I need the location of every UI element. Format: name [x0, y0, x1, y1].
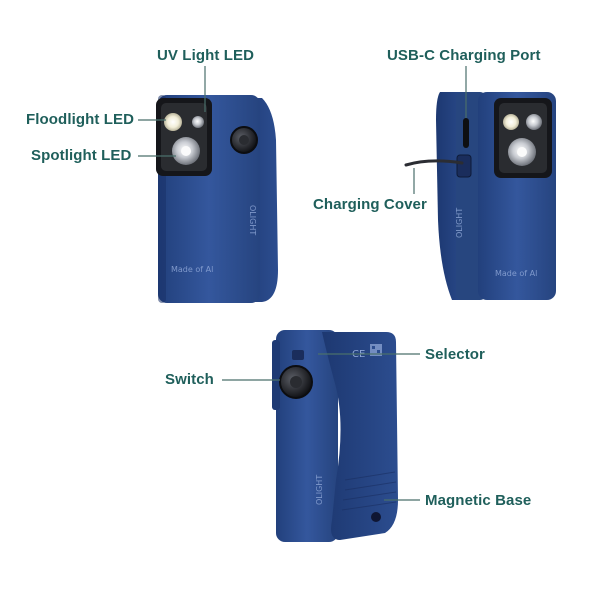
- magnetic-base-texture: [341, 471, 397, 511]
- flashlight-side-view: Made of Al OLIGHT: [404, 92, 556, 300]
- flashlight-front-view: Made of Al OLIGHT: [156, 95, 278, 303]
- engraving-made-of-al: Made of Al: [171, 265, 213, 274]
- charging-cover-label: Charging Cover: [313, 196, 427, 213]
- engraving-brand: OLIGHT: [248, 205, 257, 235]
- lanyard-hole-icon: [371, 512, 381, 522]
- spotlight-led-label: Spotlight LED: [31, 147, 132, 164]
- uv-led-icon: [526, 114, 542, 130]
- leader-lines: [138, 66, 467, 501]
- uv-led-icon: [192, 116, 204, 128]
- floodlight-led-icon: [503, 114, 519, 130]
- usb-c-charging-port-label: USB-C Charging Port: [387, 47, 541, 64]
- floodlight-led-label: Floodlight LED: [26, 111, 135, 128]
- engraving-made-of-al: Made of Al: [495, 269, 537, 278]
- charging-cover-cord: [404, 159, 464, 167]
- flashlight-rear-view: CE OLIGHT: [272, 330, 398, 542]
- flashlight-body: [276, 330, 338, 542]
- magnetic-base-label: Magnetic Base: [425, 492, 532, 509]
- selector-icon: [292, 350, 304, 360]
- usb-c-port-icon: [463, 118, 469, 148]
- belt-clip: [232, 98, 278, 302]
- selector-label: Selector: [425, 346, 485, 363]
- switch-label: Switch: [165, 371, 214, 388]
- engraving-brand: OLIGHT: [315, 475, 324, 505]
- belt-clip: [322, 332, 398, 540]
- engraving-brand: OLIGHT: [455, 208, 464, 238]
- uv-light-led-label: UV Light LED: [157, 47, 255, 64]
- floodlight-led-icon: [164, 113, 182, 131]
